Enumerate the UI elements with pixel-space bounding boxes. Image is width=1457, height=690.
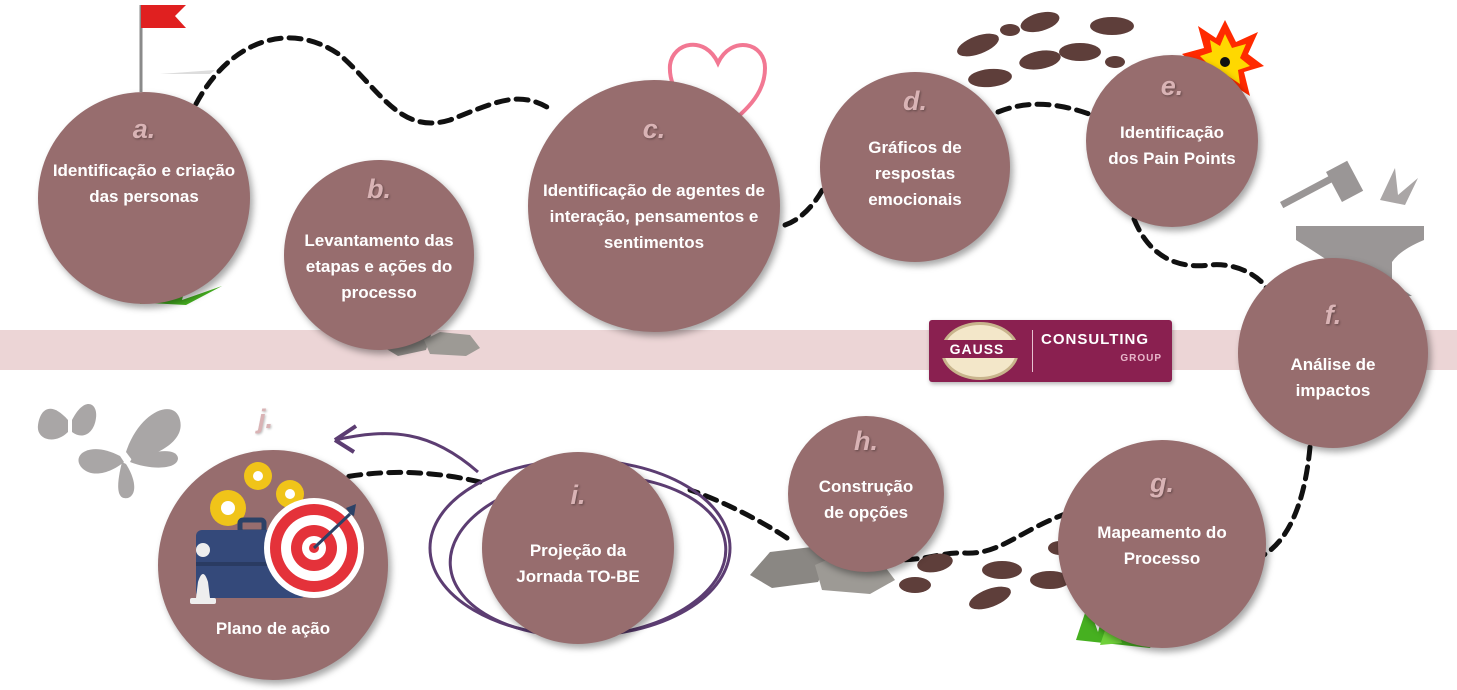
step-a: a. Identificação e criação das personas: [38, 92, 250, 304]
step-letter: b.: [367, 174, 391, 204]
step-letter: a.: [132, 114, 156, 144]
logo-group: GROUP: [1120, 353, 1162, 364]
step-letter: i.: [570, 480, 586, 510]
step-letter: d.: [903, 86, 927, 116]
step-label: Projeção da Jornada TO-BE: [516, 541, 640, 586]
step-b: b. Levantamento das etapas e ações do pr…: [284, 160, 474, 350]
step-letter: f.: [1324, 300, 1342, 330]
step-j-letter: j.: [258, 404, 274, 434]
step-f: f. Análise de impactos: [1238, 258, 1428, 448]
logo-separator: [1032, 330, 1033, 372]
step-label: Identificação dos Pain Points: [1108, 123, 1236, 168]
flag-icon: [139, 5, 215, 92]
horizontal-band: [0, 330, 1457, 370]
step-c: c. Identificação de agentes de interação…: [528, 80, 780, 332]
step-label: Identificação de agentes de interação, p…: [542, 181, 765, 252]
step-j: Plano de ação: [158, 450, 388, 680]
step-label: Gráficos de respostas emocionais: [868, 138, 962, 209]
logo-emblem-text: GAUSS: [935, 340, 1019, 358]
step-label: Mapeamento do Processo: [1097, 523, 1227, 568]
step-h: h. Construção de opções: [788, 416, 944, 572]
step-label: Plano de ação: [215, 619, 331, 638]
footprints-icon: [957, 11, 1134, 88]
step-i: i. Projeção da Jornada TO-BE: [482, 452, 674, 644]
butterflies-icon: [37, 403, 181, 499]
step-letter: g.: [1150, 468, 1174, 498]
step-label: Construção de opções: [818, 477, 914, 522]
step-letter: h.: [854, 426, 878, 456]
gauss-consulting-logo: GAUSS CONSULTING GROUP: [929, 320, 1172, 382]
step-e: e. Identificação dos Pain Points: [1086, 55, 1258, 227]
logo-brand: CONSULTING: [1041, 331, 1150, 348]
step-g: g. Mapeamento do Processo: [1058, 440, 1266, 648]
step-label: Levantamento das etapas e ações do proce…: [304, 231, 454, 302]
step-letter: e.: [1160, 71, 1184, 101]
step-letter: c.: [642, 114, 666, 144]
step-label: Análise de impactos: [1290, 355, 1376, 400]
step-d: d. Gráficos de respostas emocionais: [820, 72, 1010, 262]
step-label: Identificação e criação das personas: [52, 161, 236, 206]
